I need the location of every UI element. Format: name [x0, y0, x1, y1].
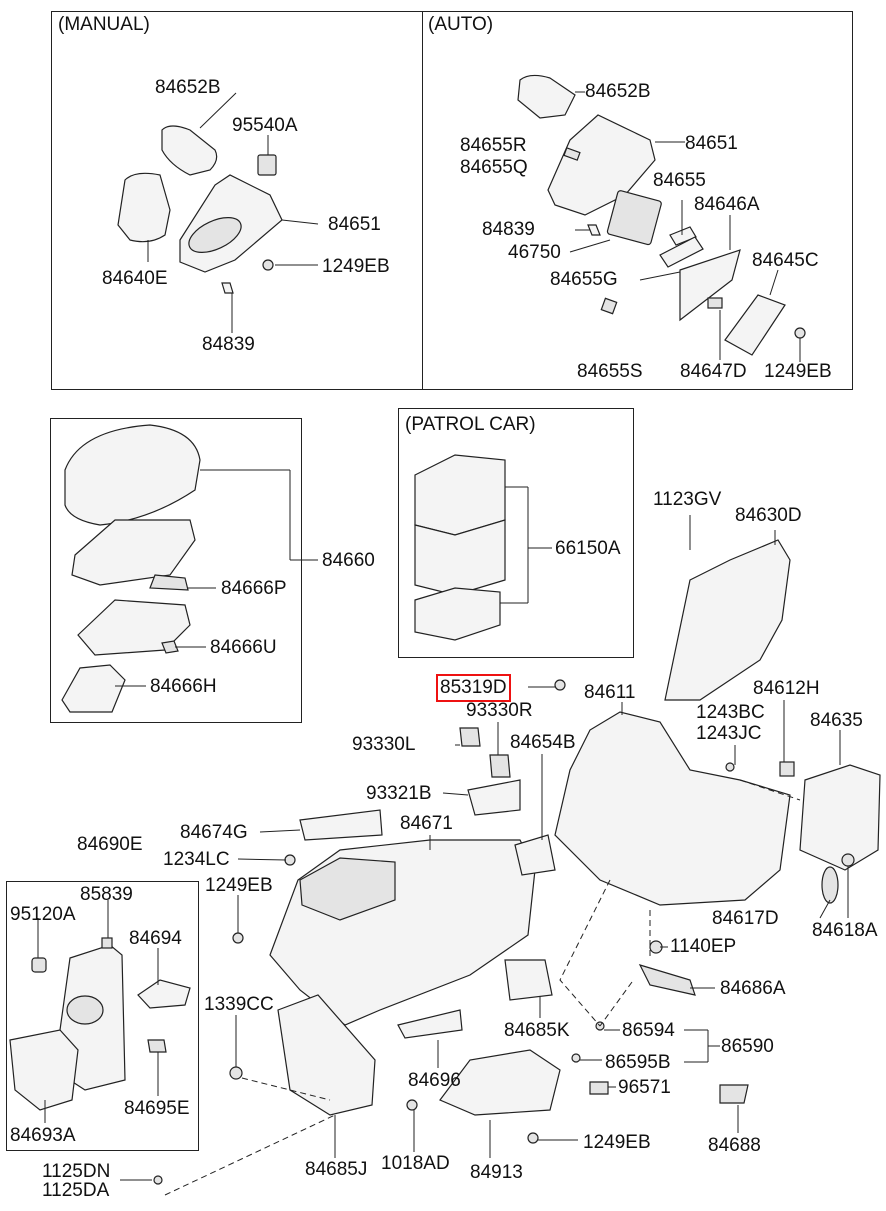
part-label: 1140EP	[670, 936, 737, 957]
part-label: 1249EB	[583, 1132, 651, 1153]
part-label: 84839	[482, 219, 535, 240]
part-label: 84635	[810, 710, 863, 731]
part-label: 84913	[470, 1162, 523, 1183]
part-label: 1125DA	[42, 1180, 110, 1201]
part-label: 84630D	[735, 505, 802, 526]
part-label: 84686A	[720, 978, 786, 999]
part-label: 84666H	[150, 676, 217, 697]
part-label: 93321B	[366, 783, 432, 804]
part-label: 84646A	[694, 194, 760, 215]
part-label: 46750	[508, 242, 561, 263]
part-label: 84612H	[753, 678, 820, 699]
armrest-frame	[50, 418, 302, 723]
manual-shift-bezel	[117, 125, 283, 294]
auto-frame	[422, 11, 853, 390]
part-label: 95540A	[232, 115, 298, 136]
side-panel-right	[799, 764, 881, 871]
auto-shift-bezel	[517, 74, 806, 356]
patrol-frame	[398, 408, 634, 658]
part-label: 1249EB	[205, 875, 273, 896]
side-panel-rear	[664, 539, 791, 701]
part-label: 84690E	[77, 834, 143, 855]
part-label: 93330R	[466, 700, 533, 721]
part-label: 1243JC	[696, 723, 762, 744]
part-label: 1123GV	[653, 489, 722, 510]
part-label: 84655R	[460, 135, 527, 156]
part-label: 86595B	[605, 1052, 671, 1073]
part-label: 84651	[328, 214, 381, 235]
part-label: 84645C	[752, 250, 819, 271]
armrest-assembly	[61, 424, 201, 713]
part-label: 1249EB	[322, 256, 390, 277]
part-label: 84685J	[305, 1159, 368, 1180]
section-title-auto: (AUTO)	[428, 14, 494, 35]
part-label: 84694	[129, 928, 182, 949]
part-label: 1125DN	[42, 1161, 111, 1182]
part-label: 84640E	[102, 268, 168, 289]
section-title-patrol-car: (PATROL CAR)	[405, 414, 536, 435]
part-label: 84654B	[510, 732, 576, 753]
part-label: 84688	[708, 1135, 761, 1156]
part-label: 84618A	[812, 920, 878, 941]
part-label: 84693A	[10, 1125, 76, 1146]
part-label: 84666U	[210, 637, 277, 658]
part-label: 84652B	[585, 81, 651, 102]
part-label: 84655G	[550, 269, 618, 290]
center-console-body	[153, 679, 749, 1185]
part-label: 84695E	[124, 1098, 190, 1119]
part-label: 84660	[322, 550, 375, 571]
part-label: 95120A	[10, 904, 76, 925]
part-label: 84839	[202, 334, 255, 355]
part-label: 84655S	[577, 361, 643, 382]
patrol-console-box	[414, 454, 506, 641]
part-label: 84685K	[504, 1020, 570, 1041]
section-title-manual: (MANUAL)	[58, 14, 150, 35]
highlighted-part-label: 85319D	[436, 674, 511, 702]
part-label: 84647D	[680, 361, 747, 382]
rear-pocket-frame	[6, 881, 199, 1151]
part-label: 84655Q	[460, 157, 528, 178]
part-label: 84696	[408, 1070, 461, 1091]
part-label: 84617D	[712, 908, 779, 929]
part-label: 84655	[653, 170, 706, 191]
part-label: 84671	[400, 813, 453, 834]
part-label: 86590	[721, 1036, 774, 1057]
part-label: 96571	[618, 1077, 671, 1098]
part-label: 86594	[622, 1020, 675, 1041]
part-label: 85839	[80, 884, 133, 905]
part-label: 1339CC	[204, 994, 274, 1015]
part-label: 84652B	[155, 77, 221, 98]
part-label: 84651	[685, 133, 738, 154]
part-label: 93330L	[352, 734, 416, 755]
part-label: 84666P	[221, 578, 287, 599]
part-label: 1243BC	[696, 702, 765, 723]
part-label: 1249EB	[764, 361, 832, 382]
part-label: 84674G	[180, 822, 248, 843]
rear-pocket-parts	[9, 937, 191, 1111]
part-label: 1234LC	[163, 849, 230, 870]
part-label: 84611	[584, 682, 636, 703]
part-label: 66150A	[555, 538, 621, 559]
part-label: 1018AD	[381, 1153, 450, 1174]
